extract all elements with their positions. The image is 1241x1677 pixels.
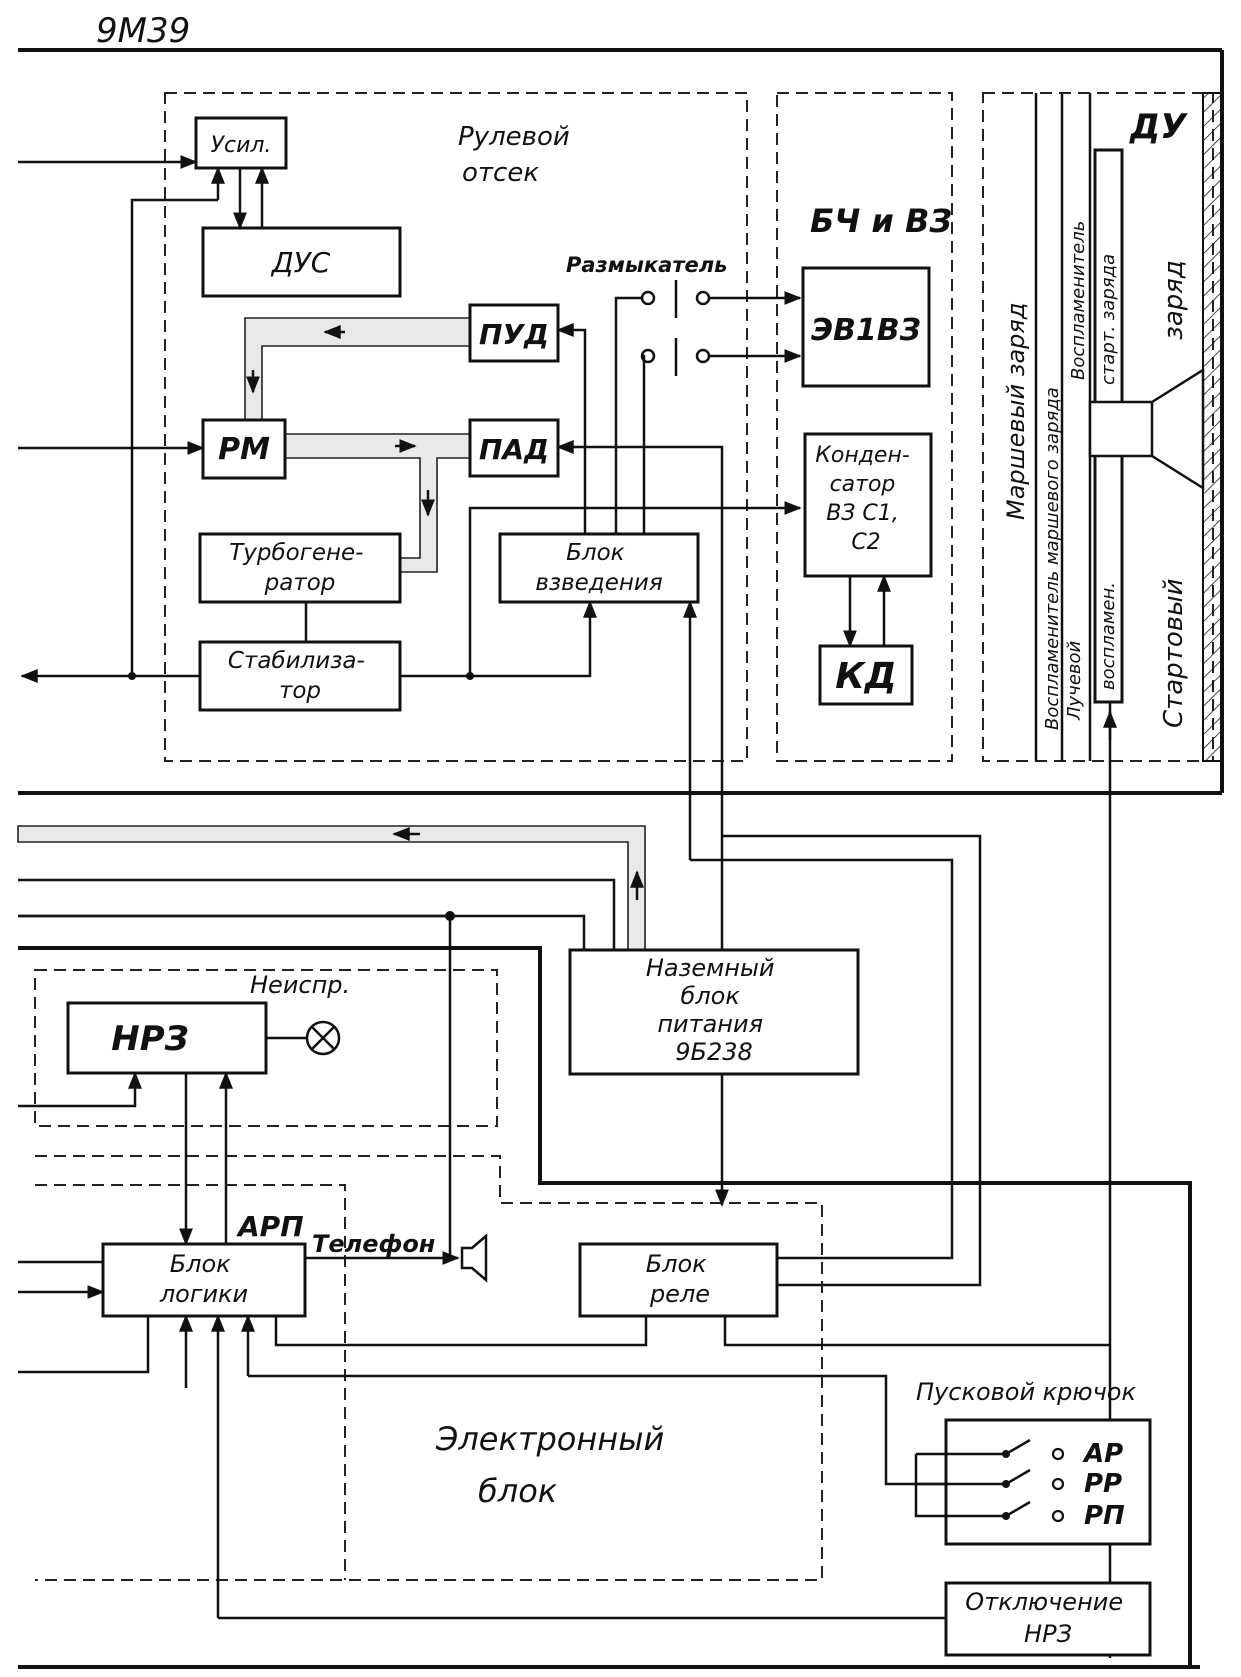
- logic-input-3: [18, 1316, 150, 1374]
- nrz-label: НРЗ: [111, 1019, 189, 1059]
- pad-label: ПАД: [479, 433, 549, 466]
- pud-label: ПУД: [479, 318, 549, 351]
- dus-label: ДУС: [270, 246, 331, 279]
- amp-feedback-bus: [130, 198, 218, 676]
- ev-label: ЭВ1ВЗ: [811, 313, 921, 348]
- relay-block: [578, 1242, 779, 1318]
- kd-block: [818, 644, 914, 706]
- cruise-charge-label: Маршевый заряд: [1002, 303, 1030, 520]
- fault-lamp-cross-2: [311, 1026, 335, 1050]
- stabilizer-label: Стабилиза- тор: [228, 648, 372, 704]
- hook-pivot-rr: [1002, 1480, 1010, 1488]
- ground-wire-2: [18, 914, 586, 950]
- pad-block: [468, 418, 560, 478]
- junction-dot-3: [445, 911, 455, 921]
- engine-nozzle-hatching: [1202, 92, 1223, 762]
- engine-label: ДУ: [1129, 107, 1188, 147]
- junction-dot-1: [128, 672, 136, 680]
- hook-common-wire: [914, 1454, 1006, 1518]
- amplifier-label: Усил.: [211, 133, 272, 158]
- breaker-contact-1b: [695, 290, 711, 306]
- ground-to-relay-wire: [690, 858, 954, 1260]
- electronic-block-label: Электронный блок: [435, 1420, 674, 1510]
- steering-compartment-frame: [164, 92, 748, 762]
- drawing-title: 9М39: [96, 11, 190, 51]
- breaker-contact-2b: [695, 348, 711, 364]
- fault-label: Неиспр.: [250, 971, 350, 999]
- turbogenerator-block: [198, 532, 402, 604]
- nrz-off-block: [944, 1581, 1152, 1657]
- arming-block: [498, 532, 700, 604]
- nrz-off-label: Отключение НРЗ: [965, 1588, 1131, 1648]
- ground-gas-pipe: [17, 825, 646, 951]
- breaker-contact-1a: [640, 290, 656, 306]
- stab-to-capacitor-line: [468, 501, 802, 676]
- pud-block: [468, 303, 560, 363]
- ground-power-block: [568, 948, 860, 1076]
- nrz-frame: [34, 969, 498, 1127]
- junction-dot-2: [466, 672, 474, 680]
- nrz-block: [66, 1001, 268, 1075]
- steering-compartment-label: Рулевой отсек: [458, 122, 578, 188]
- warhead-compartment-frame: [776, 92, 953, 762]
- kd-label: КД: [835, 656, 897, 697]
- start-igniter-label-2: старт. заряда: [1098, 254, 1119, 385]
- hook-position-ar: АР: [1082, 1439, 1123, 1469]
- breaker-label: Размыкатель: [566, 253, 727, 277]
- hook-pivot-rp: [1002, 1512, 1010, 1520]
- cruise-igniter-label: Воспламенитель маршевого заряда: [1042, 387, 1063, 730]
- arming-to-pud-line: [556, 323, 587, 534]
- amplifier-block: [194, 116, 288, 170]
- electronic-block-frame: [35, 1155, 823, 1581]
- capacitor-block: [803, 432, 933, 578]
- hook-pivot-ar: [1002, 1450, 1010, 1458]
- capacitor-label: Конден- сатор ВЗ С1, С2: [815, 443, 917, 555]
- beam-igniter-label-2: воспламен.: [1098, 582, 1119, 690]
- arming-to-breaker-1: [614, 296, 642, 534]
- telephone-speaker-icon: [460, 1233, 488, 1283]
- logic-block: [101, 1242, 307, 1318]
- logic-to-relay: [274, 1316, 648, 1347]
- stabilizer-block: [198, 640, 402, 712]
- beam-igniter-label-1: Лучевой: [1064, 640, 1085, 721]
- hook-contact-rr: [1051, 1477, 1065, 1491]
- hook-contact-ar: [1051, 1447, 1065, 1461]
- warhead-label: БЧ и ВЗ: [810, 202, 952, 240]
- start-charge-label-2: заряд: [1159, 260, 1189, 340]
- ground-power-label: Наземный блок питания 9Б238: [646, 954, 782, 1066]
- hook-switch-rp: [1005, 1500, 1031, 1518]
- turbogenerator-label: Турбогене- ратор: [229, 540, 371, 596]
- telephone-label: Телефон: [312, 1230, 435, 1258]
- start-igniter-label-1: Воспламенитель: [1068, 221, 1089, 380]
- launch-hook-label: Пусковой крючок: [916, 1378, 1136, 1406]
- start-charge-label-1: Стартовый: [1159, 578, 1189, 728]
- dus-block: [201, 226, 402, 298]
- logic-block-label: Блок логики: [159, 1250, 248, 1308]
- arp-frame: [35, 1184, 346, 1580]
- telephone-wire: [18, 914, 452, 1258]
- nrz-input-line: [18, 1071, 142, 1108]
- launch-hook-block: [944, 1418, 1152, 1546]
- stab-to-arming-line: [400, 600, 597, 678]
- rm-label: РМ: [218, 432, 270, 467]
- ev-block: [801, 266, 931, 388]
- ground-main-bus: [18, 946, 1192, 1667]
- relay-to-pad-wire: [722, 834, 982, 1287]
- ground-to-pad-line: [556, 440, 724, 1050]
- hook-contact-rp: [1051, 1509, 1065, 1523]
- arming-block-label: Блок взведения: [535, 540, 663, 596]
- relay-to-start-igniter: [723, 1316, 1110, 1347]
- hook-switch-ar: [1005, 1438, 1031, 1456]
- arp-label: АРП: [236, 1210, 304, 1243]
- hook-switch-rr: [1005, 1468, 1031, 1486]
- gas-pipe-to-pud: [244, 317, 471, 421]
- engine-compartment-frame: [982, 92, 1214, 762]
- ground-wire-1: [18, 878, 616, 950]
- hook-position-rp: РП: [1084, 1501, 1125, 1531]
- hook-position-rr: РР: [1084, 1469, 1122, 1499]
- relay-block-label: Блок реле: [646, 1250, 715, 1308]
- arming-to-breaker-2: [642, 354, 646, 534]
